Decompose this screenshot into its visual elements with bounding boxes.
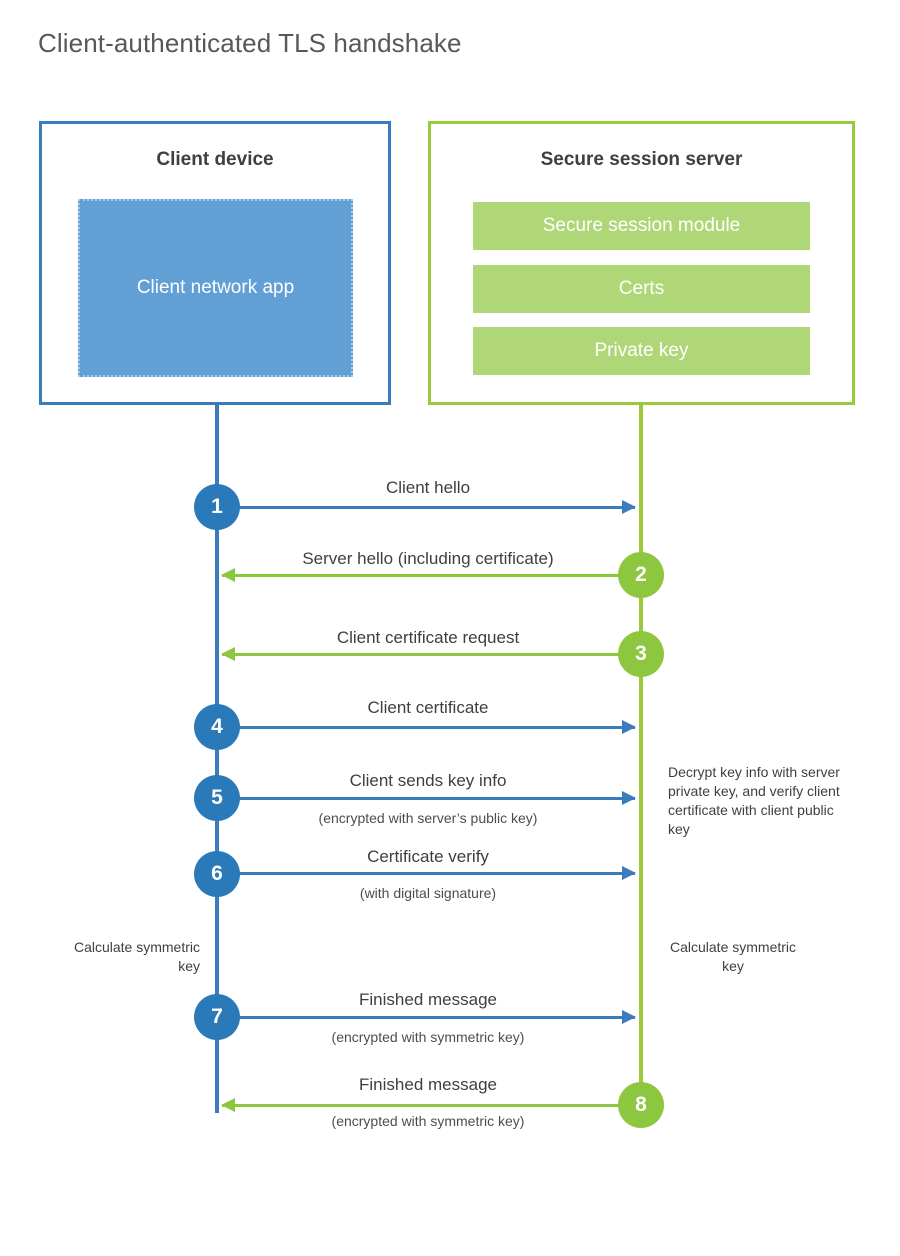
client-lifeline xyxy=(215,405,219,1113)
message-arrow-5 xyxy=(217,791,636,805)
secure-session-server-box: Secure session server Secure session mod… xyxy=(428,121,855,405)
server-decrypt-note: Decrypt key info with server private key… xyxy=(668,764,840,837)
message-label-6: Certificate verify xyxy=(367,847,489,866)
message-arrow-3 xyxy=(221,647,640,661)
arrow-head-icon xyxy=(622,866,636,880)
client-device-box: Client device Client network app xyxy=(39,121,391,405)
server-component-private-key: Private key xyxy=(473,327,810,375)
message-label-2: Server hello (including certificate) xyxy=(302,549,554,568)
message-arrow-2 xyxy=(221,568,640,582)
arrow-head-icon xyxy=(221,647,235,661)
step-circle-5[interactable]: 5 xyxy=(194,775,240,821)
message-label-7: Finished message xyxy=(359,990,497,1009)
arrow-head-icon xyxy=(221,568,235,582)
server-component-secure-session-module: Secure session module xyxy=(473,202,810,250)
step-circle-4[interactable]: 4 xyxy=(194,704,240,750)
step-circle-3[interactable]: 3 xyxy=(618,631,664,677)
step-circle-7[interactable]: 7 xyxy=(194,994,240,1040)
client-calculate-symmetric-key-note: Calculate symmetric key xyxy=(73,939,200,974)
message-arrow-8 xyxy=(221,1098,640,1112)
client-network-app-block: Client network app xyxy=(78,199,353,377)
message-arrow-4 xyxy=(217,720,636,734)
message-label-5: Client sends key info xyxy=(349,771,507,790)
arrow-head-icon xyxy=(622,791,636,805)
message-arrow-6 xyxy=(217,866,636,880)
server-lifeline xyxy=(639,405,643,1105)
message-arrow-7 xyxy=(217,1010,636,1024)
client-device-title: Client device xyxy=(156,149,274,170)
server-calculate-symmetric-key-note: Calculate symmetric key xyxy=(669,939,797,974)
step-circle-8[interactable]: 8 xyxy=(618,1082,664,1128)
page-title: Client-authenticated TLS handshake xyxy=(38,28,462,58)
message-sublabel-8: (encrypted with symmetric key) xyxy=(331,1113,525,1129)
arrow-head-icon xyxy=(622,1010,636,1024)
message-sublabel-5: (encrypted with server’s public key) xyxy=(318,810,538,826)
arrow-head-icon xyxy=(622,500,636,514)
step-circle-6[interactable]: 6 xyxy=(194,851,240,897)
arrow-head-icon xyxy=(622,720,636,734)
message-sublabel-7: (encrypted with symmetric key) xyxy=(331,1029,525,1045)
message-sublabel-6: (with digital signature) xyxy=(359,885,497,901)
message-label-8: Finished message xyxy=(359,1075,497,1094)
step-circle-1[interactable]: 1 xyxy=(194,484,240,530)
step-circle-2[interactable]: 2 xyxy=(618,552,664,598)
secure-session-server-title: Secure session server xyxy=(540,149,743,170)
message-label-1: Client hello xyxy=(385,478,471,497)
server-component-certs: Certs xyxy=(473,265,810,313)
arrow-head-icon xyxy=(221,1098,235,1112)
message-label-3: Client certificate request xyxy=(336,628,520,647)
message-arrow-1 xyxy=(217,500,636,514)
message-label-4: Client certificate xyxy=(367,698,489,717)
